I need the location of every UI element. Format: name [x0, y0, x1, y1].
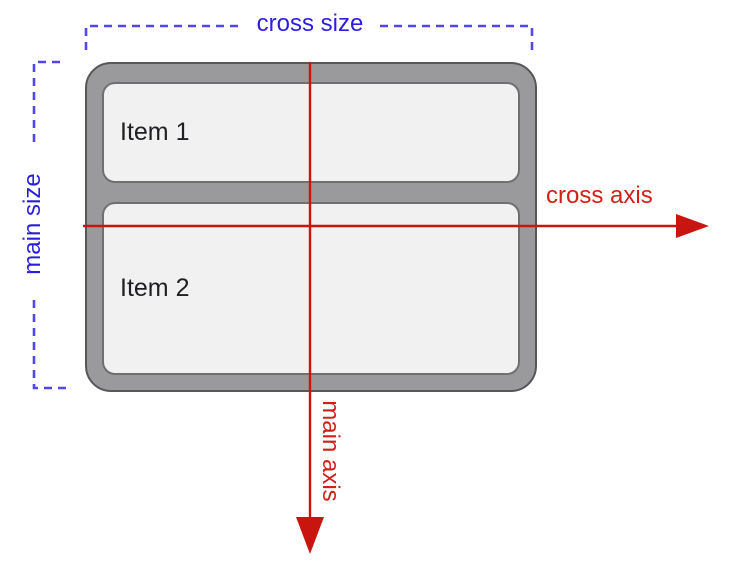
- flex-item-1-label: Item 1: [120, 118, 190, 146]
- cross-axis-arrowhead-icon: [676, 214, 709, 238]
- main-size-bracket-bottom: [32, 300, 66, 390]
- main-size-bracket-top: [32, 60, 60, 142]
- flex-container: Item 1 Item 2: [85, 62, 537, 392]
- cross-size-bracket-left: [84, 24, 238, 54]
- cross-size-label: cross size: [256, 10, 364, 37]
- cross-axis-label: cross axis: [546, 182, 653, 209]
- cross-size-bracket-right: [380, 24, 534, 54]
- flex-item-2-label: Item 2: [120, 274, 190, 302]
- main-axis-arrowhead-icon: [296, 517, 324, 554]
- main-size-label: main size: [19, 173, 46, 275]
- flex-item-1: Item 1: [102, 82, 520, 183]
- flex-item-2: Item 2: [102, 202, 520, 375]
- main-axis-label: main axis: [317, 400, 344, 502]
